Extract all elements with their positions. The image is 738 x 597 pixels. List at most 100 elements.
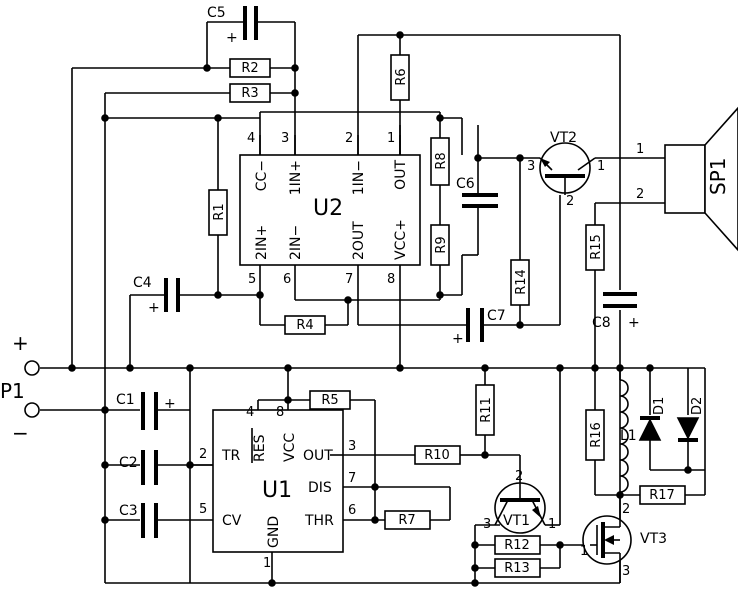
- r8-label: R8: [434, 152, 449, 169]
- ic-u2: 4 3 2 1 5 6 7 8 CC− 1IN+ 1IN− OUT 2IN+ 2…: [239, 131, 421, 287]
- r16-label: R16: [589, 422, 604, 448]
- u1-label-gnd: GND: [266, 516, 282, 548]
- u2-pin-8: 8: [387, 272, 395, 287]
- l1-label: L1: [620, 428, 637, 444]
- vt1-pin-2: 2: [515, 469, 523, 484]
- u2-label-1inm: 1IN−: [351, 160, 367, 195]
- r17-label: R17: [649, 488, 675, 503]
- vt1-label: VT1: [503, 513, 530, 529]
- resistor-r7: R7: [384, 510, 431, 530]
- r13-label: R13: [504, 561, 530, 576]
- transistor-vt2: VT2 1 2 3: [527, 130, 605, 209]
- resistor-r13: R13: [494, 558, 541, 578]
- u2-label-2inp: 2IN+: [254, 225, 270, 260]
- u2-pin-4: 4: [247, 131, 255, 146]
- resistor-r9: R9: [430, 224, 450, 266]
- u1-label-cv: CV: [222, 513, 242, 529]
- resistor-r5: R5: [309, 390, 351, 410]
- c4-label: C4: [133, 275, 152, 291]
- capacitor-c5: C5 +: [207, 5, 258, 46]
- diode-d1: D1: [638, 397, 667, 441]
- c1-polarity: +: [164, 396, 176, 412]
- connector-p1: + − P1: [0, 331, 40, 445]
- capacitor-c6: C6: [456, 176, 498, 215]
- vt3-pin-3: 3: [622, 564, 630, 579]
- resistor-r8: R8: [430, 137, 450, 186]
- resistor-r11: R11: [475, 384, 495, 436]
- u2-pin-6: 6: [283, 272, 291, 287]
- p1-label: P1: [0, 379, 25, 403]
- resistors: R2 R3 R4 R5 R7 R10 R12 R13 R17 R1 R6 R8 …: [208, 54, 686, 578]
- resistor-r10: R10: [414, 445, 461, 465]
- u1-label-thr: THR: [304, 513, 334, 529]
- u2-label-2out: 2OUT: [351, 221, 367, 260]
- resistor-r6: R6: [390, 54, 410, 101]
- junction-dots: [68, 31, 692, 587]
- u2-label-2inm: 2IN−: [288, 225, 304, 260]
- capacitor-c2: C2: [119, 450, 158, 485]
- c3-label: C3: [119, 503, 138, 519]
- c4-polarity: +: [148, 300, 160, 316]
- r12-label: R12: [504, 538, 530, 553]
- c7-polarity: +: [452, 331, 464, 347]
- u2-pin-5: 5: [248, 272, 256, 287]
- c6-label: C6: [456, 176, 475, 192]
- resistor-r4: R4: [284, 315, 326, 335]
- u1-pin-thr: 6: [348, 503, 356, 518]
- u2-pin-7: 7: [345, 272, 353, 287]
- c8-label: C8: [592, 315, 611, 331]
- r10-label: R10: [424, 448, 450, 463]
- u2-label-cc: CC−: [254, 160, 270, 191]
- resistor-r1: R1: [208, 189, 228, 236]
- u1-ref: U1: [262, 478, 292, 503]
- r7-label: R7: [398, 513, 415, 528]
- c1-label: C1: [116, 392, 135, 408]
- u1-label-res: RES: [252, 434, 268, 462]
- u1-pin-dis: 7: [348, 471, 356, 486]
- resistor-r15: R15: [585, 224, 605, 271]
- wires: [40, 21, 706, 584]
- vt3-label: VT3: [640, 531, 667, 547]
- sp1-pin-1: 1: [636, 142, 644, 157]
- vt1-pin-3: 3: [483, 517, 491, 532]
- resistor-r2: R2: [229, 58, 271, 78]
- resistor-r16: R16: [585, 409, 605, 461]
- capacitor-c7: C7 +: [452, 308, 506, 347]
- capacitor-c1: C1 +: [116, 392, 176, 430]
- c5-label: C5: [207, 5, 226, 21]
- u1-pin-cv: 5: [199, 502, 207, 517]
- u2-label-out: OUT: [393, 160, 409, 190]
- r9-label: R9: [434, 236, 449, 253]
- u1-pin-out: 3: [348, 439, 356, 454]
- u2-pin-2: 2: [345, 131, 353, 146]
- capacitor-c3: C3: [119, 503, 158, 538]
- u1-label-dis: DIS: [308, 480, 332, 496]
- u2-ref: U2: [313, 196, 343, 221]
- u1-label-tr: TR: [221, 448, 241, 464]
- vt1-pin-1: 1: [548, 517, 556, 532]
- u1-pin-tr: 2: [199, 447, 207, 462]
- r11-label: R11: [479, 397, 494, 423]
- vt2-label: VT2: [550, 130, 577, 146]
- vt3-pin-1: 1: [580, 544, 588, 559]
- transistor-vt3: VT3 1 2 3: [580, 502, 667, 579]
- c7-label: C7: [487, 308, 506, 324]
- resistor-r17: R17: [639, 485, 686, 505]
- inductor-l1: L1: [619, 378, 637, 493]
- speaker-sp1: SP1 1 2: [636, 106, 738, 252]
- r14-label: R14: [514, 269, 529, 295]
- r1-label: R1: [212, 203, 227, 220]
- vt2-pin-3: 3: [527, 159, 535, 174]
- vt2-pin-1: 1: [597, 159, 605, 174]
- c2-label: C2: [119, 455, 138, 471]
- d2-label: D2: [690, 397, 705, 415]
- resistor-r3: R3: [229, 83, 271, 103]
- sp1-label: SP1: [706, 158, 730, 195]
- u1-pin-res: 4: [246, 405, 254, 420]
- p1-plus-label: +: [12, 331, 29, 355]
- diode-d2: D2: [676, 397, 705, 442]
- p1-minus-label: −: [12, 421, 29, 445]
- u1-pin-gnd: 1: [263, 556, 271, 571]
- r4-label: R4: [296, 318, 313, 333]
